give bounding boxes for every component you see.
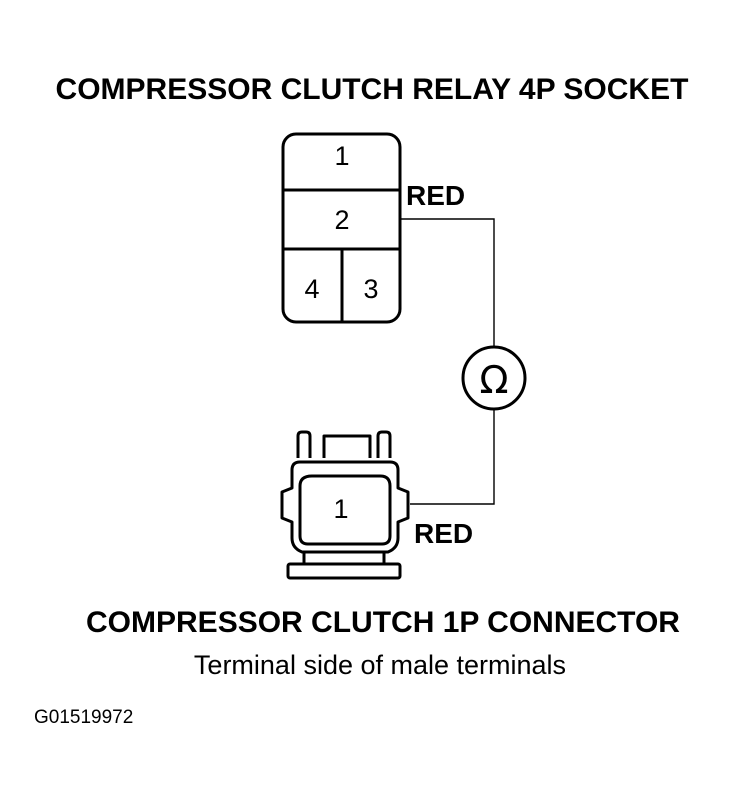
relay-wire-label: RED: [406, 180, 465, 211]
connector-neck: [302, 550, 386, 566]
ohm-symbol: Ω: [479, 358, 508, 402]
relay-pin-4: 4: [304, 274, 319, 304]
clutch-connector-subtitle: Terminal side of male terminals: [194, 650, 566, 680]
figure-code: G01519972: [34, 707, 133, 728]
test-lead-lower: [410, 409, 495, 505]
relay-pin-2: 2: [334, 205, 349, 235]
ohmmeter-icon: Ω: [461, 345, 527, 411]
relay-pin-3: 3: [363, 274, 378, 304]
connector-flange: [286, 562, 402, 580]
clutch-connector-title: COMPRESSOR CLUTCH 1P CONNECTOR: [86, 606, 680, 639]
relay-socket: 1 2 3 4: [281, 132, 402, 324]
test-lead-upper: [400, 218, 495, 347]
connector-latch: [296, 430, 392, 458]
connector-pin-1: 1: [333, 494, 348, 524]
clutch-connector: 1: [280, 430, 410, 580]
connector-cavity: [298, 474, 392, 546]
relay-pin-1: 1: [334, 141, 349, 171]
relay-socket-title: COMPRESSOR CLUTCH RELAY 4P SOCKET: [56, 73, 689, 106]
connector-wire-label: RED: [414, 518, 473, 549]
connector-housing: [280, 460, 410, 554]
